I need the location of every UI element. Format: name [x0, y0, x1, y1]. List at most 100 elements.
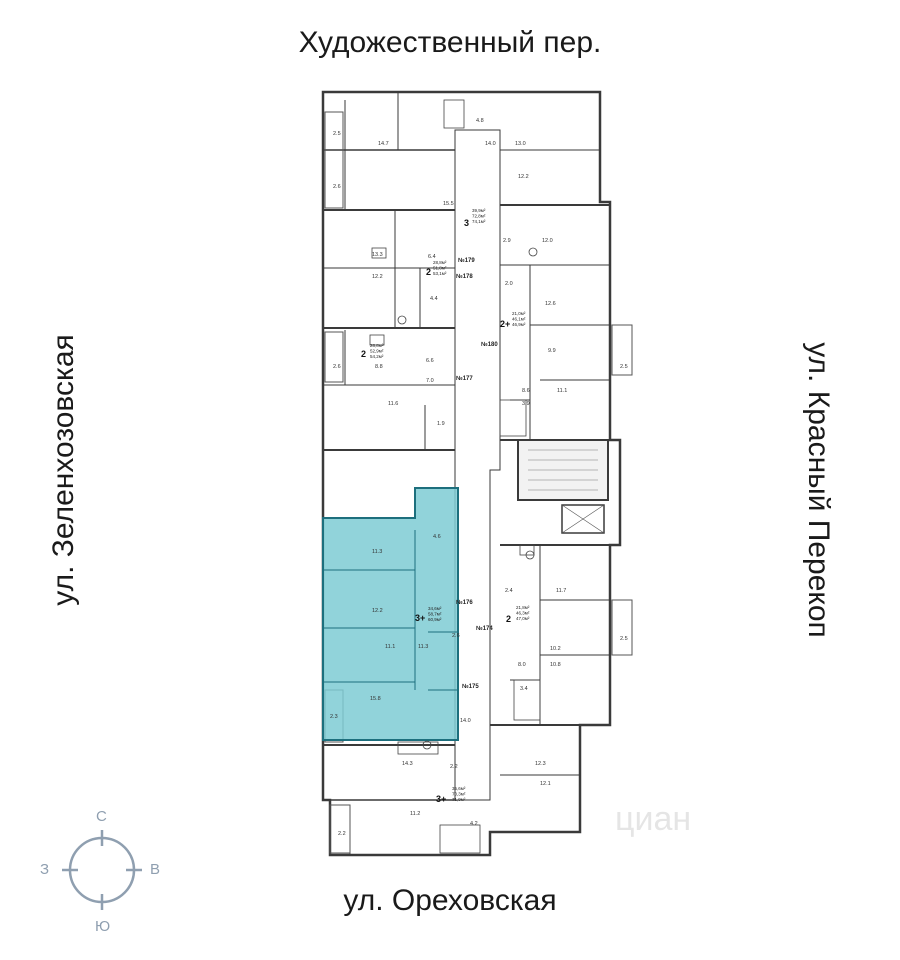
room-area-label: 2.6 — [333, 364, 341, 370]
room-area-label: 11.6 — [388, 401, 398, 407]
room-area-label: 6.6 — [426, 358, 434, 364]
apartment-rooms: 2 — [361, 349, 366, 359]
apartment-area: 51,8м² — [433, 266, 447, 271]
compass-south-label: Ю — [95, 918, 111, 935]
apartment-number: №178 — [456, 273, 473, 280]
room-area-label: 12.2 — [372, 274, 383, 280]
room-area-label: 8.8 — [375, 364, 383, 370]
room-area-label: 6.4 — [428, 254, 436, 260]
street-label-top: Художественный пер. — [298, 26, 602, 59]
room-area-label: 4.8 — [476, 118, 484, 124]
cian-watermark: циан — [615, 800, 692, 838]
stair-core — [517, 439, 609, 534]
apartment-rooms: 2+ — [500, 319, 510, 329]
room-area-label: 3.9 — [522, 401, 530, 407]
room-area-label: 12.6 — [545, 301, 556, 307]
apartment-number: №180 — [481, 341, 498, 348]
room-area-label: 4.4 — [430, 296, 438, 302]
room-area-label: 8.6 — [522, 388, 530, 394]
room-area-label: 14.0 — [460, 718, 471, 724]
apartment-area: 72,8м² — [472, 214, 486, 219]
room-area-label: 2.3 — [330, 714, 338, 720]
room-area-label: 14.7 — [378, 141, 389, 147]
apartment-area: 60,9м² — [428, 617, 442, 622]
highlight-interior-walls — [323, 530, 458, 691]
room-area-label: 11.7 — [556, 588, 566, 594]
compass-rose — [62, 830, 142, 910]
room-area-label: 11.1 — [557, 388, 567, 394]
apartment-number: №174 — [476, 625, 493, 632]
room-area-label: 11.2 — [410, 811, 420, 817]
apartment-area: 46,9м² — [512, 322, 526, 327]
apartment-area: 21,8м² — [516, 605, 530, 610]
room-area-label: 8.0 — [518, 662, 526, 668]
room-area-label: 15.5 — [443, 201, 454, 207]
apartment-rooms: 3 — [464, 218, 469, 228]
room-area-label: 2.6 — [452, 633, 460, 639]
apartment-area: 21,0м² — [512, 311, 526, 316]
room-area-label: 10.8 — [550, 662, 561, 668]
apartment-labels: №179228,8м²51,8м²53,1м²№178339,9м²72,8м²… — [361, 208, 530, 804]
compass-east-label: В — [150, 861, 161, 878]
apartment-area: 71,9м² — [452, 797, 466, 802]
room-area-label: 13.0 — [515, 141, 526, 147]
room-area-label: 2.5 — [620, 364, 628, 370]
apartment-area: 46,1м² — [512, 317, 526, 322]
apartment-rooms: 2 — [426, 267, 431, 277]
apartment-area: 52,9м² — [370, 349, 384, 354]
apartment-area: 34,6м² — [428, 606, 442, 611]
room-area-label: 1.9 — [437, 421, 445, 427]
apartment-area: 53,1м² — [433, 271, 447, 276]
apartment-rooms: 3+ — [415, 613, 425, 623]
room-area-label: 14.0 — [485, 141, 496, 147]
room-area-label: 11.3 — [418, 644, 428, 650]
room-area-label: 2.5 — [620, 636, 628, 642]
room-area-label: 12.2 — [518, 174, 529, 180]
room-area-label: 9.9 — [548, 348, 556, 354]
apartment-area: 28,8м² — [433, 260, 447, 265]
room-area-label: 4.6 — [433, 534, 441, 540]
apartment-number: №175 — [462, 683, 479, 690]
room-area-label: 14.3 — [402, 761, 413, 767]
room-area-label: 12.1 — [540, 781, 551, 787]
compass-north-label: С — [96, 808, 107, 825]
room-area-label: 2.5 — [333, 131, 341, 137]
room-area-label: 7.0 — [426, 378, 434, 384]
room-area-labels: 2.5 2.6 14.7 4.8 14.0 13.0 12.2 15.5 6.4 13.3 12.2… — [330, 118, 628, 837]
apartment-rooms: 3+ — [436, 794, 446, 804]
apartment-number: №179 — [458, 257, 475, 264]
apartment-area: 70,3м² — [452, 792, 466, 797]
room-area-label: 15.8 — [370, 696, 381, 702]
room-area-label: 2.2 — [338, 831, 346, 837]
apartment-number: №177 — [456, 375, 473, 382]
apartment-area: 46,3м² — [516, 611, 530, 616]
room-area-label: 2.9 — [503, 238, 511, 244]
apartment-area: 47,0м² — [516, 616, 530, 621]
room-area-label: 2.6 — [333, 184, 341, 190]
apartment-area: 58,7м² — [428, 612, 442, 617]
room-area-label: 12.3 — [535, 761, 546, 767]
apartment-area: 35,6м² — [452, 786, 466, 791]
fixtures — [369, 99, 541, 854]
apartment-area: 54,2м² — [370, 354, 384, 359]
compass-west-label: З — [40, 861, 50, 878]
street-label-bottom: ул. Ореховская — [343, 884, 557, 917]
apartment-area: 74,1м² — [472, 219, 486, 224]
room-area-label: 2.4 — [505, 588, 513, 594]
apartment-176-highlight[interactable] — [322, 487, 459, 741]
room-area-label: 2.0 — [505, 281, 513, 287]
room-area-label: 2.2 — [450, 764, 458, 770]
room-area-label: 11.1 — [385, 644, 395, 650]
room-area-label: 11.3 — [372, 549, 382, 555]
apartment-area: 28,8м² — [370, 343, 384, 348]
room-area-label: 13.3 — [372, 252, 383, 258]
room-area-label: 10.2 — [550, 646, 561, 652]
